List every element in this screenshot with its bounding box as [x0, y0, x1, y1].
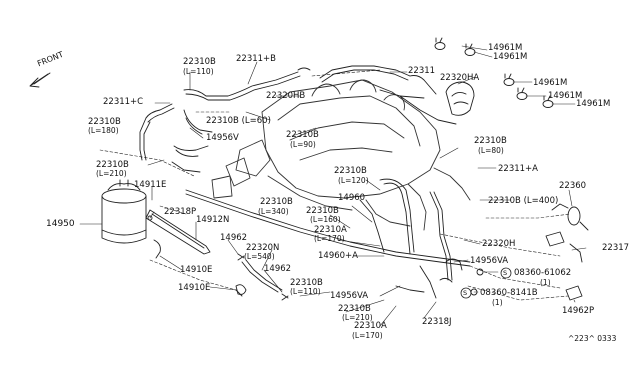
callout-14910e-a: 14910E [180, 265, 213, 275]
leader-lines [79, 45, 587, 327]
callout-22320ha: 22320HA [440, 73, 480, 83]
callout-22311-c: 22311+C [103, 97, 144, 107]
callout-22310b-110-part: 22310B [183, 57, 216, 67]
callout-08360-8141b-qty: (1) [492, 298, 503, 307]
dashed-reference-lines [99, 69, 571, 301]
callout-22311-a: 22311+A [498, 164, 538, 174]
callout-14962-a: 14962 [220, 233, 248, 243]
vacuum-valve-outlines [439, 203, 589, 301]
callout-22318p: 22318P [164, 207, 197, 217]
s-symbol-2: S [463, 289, 468, 297]
callout-14956va-b: 14956VA [330, 291, 369, 301]
callout-14960-a: 14960+A [318, 251, 358, 261]
hose-runs-upper [139, 65, 457, 173]
hose-clip-icons [235, 253, 289, 301]
callout-14911e: 14911E [134, 180, 167, 190]
callout-22310b-210c-length: (L=210) [342, 313, 373, 322]
callout-22310b-120-part: 22310B [334, 166, 367, 176]
callout-22310b-160-part: 22310B [306, 206, 339, 216]
callout-22311-b: 22311+B [236, 54, 276, 64]
s-symbol-icons [460, 267, 512, 299]
callout-14961m-d: 14961M [548, 91, 583, 101]
callout-14962p: 14962P [562, 306, 595, 316]
callout-14961m-a: 14961M [488, 43, 523, 53]
callout-22320n-part: 22320N [246, 243, 280, 253]
callout-22310b-110c-part: 22310B [290, 278, 323, 288]
intake-manifold-outline [211, 79, 471, 231]
callout-22310b-180-part: 22310B [88, 117, 121, 127]
callout-22310b-340-part: 22310B [260, 197, 293, 207]
callout-22310a-170c-part: 22310A [354, 321, 387, 331]
callout-22310b-400: 22310B (L=400) [488, 196, 559, 206]
callout-14961m-b: 14961M [493, 52, 528, 62]
callout-22310b-90-part: 22310B [286, 130, 319, 140]
callout-22310b-210-length: (L=210) [96, 169, 127, 178]
callout-22310b-120-length: (L=120) [338, 176, 369, 185]
callout-22310b-340-length: (L=340) [258, 207, 289, 216]
callout-22310b-110c-length: (L=110) [290, 287, 321, 296]
callout-22360: 22360 [559, 181, 587, 191]
callout-22310b-210-part: 22310B [96, 160, 129, 170]
callout-22310b-60: 22310B (L=60) [206, 116, 271, 126]
figure-code: ^223^ 0333 [568, 334, 617, 343]
callout-14962-b: 14962 [264, 264, 292, 274]
s-symbol-1: S [503, 269, 508, 277]
callout-14912n: 14912N [196, 215, 230, 225]
callout-14910e-b: 14910E [178, 283, 211, 293]
callout-14950: 14950 [46, 219, 75, 229]
callout-08360-8141b: 08360-8141B [480, 288, 538, 298]
callout-22310b-110-length: (L=110) [183, 67, 214, 76]
callout-22317: 22317 [602, 243, 630, 253]
callout-22320n-length: (L=540) [244, 252, 275, 261]
callout-22310a-170-part: 22310A [314, 225, 347, 235]
callout-22310b-80-length: (L=80) [478, 146, 504, 155]
canister-bracket-outline [145, 209, 247, 295]
callout-08360-61062-qty: (1) [540, 278, 551, 287]
front-arrow-icon [29, 72, 51, 88]
callout-14956va-a: 14956VA [470, 256, 509, 266]
callout-22320h: 22320H [482, 239, 516, 249]
callout-22310b-90-length: (L=90) [290, 140, 316, 149]
callout-22310b-210c-part: 22310B [338, 304, 371, 314]
callout-22310a-170c-length: (L=170) [352, 331, 383, 340]
callout-22310b-80-part: 22310B [474, 136, 507, 146]
callout-14961m-e: 14961M [576, 99, 611, 109]
throttle-body-outline [445, 81, 475, 116]
callout-22318j: 22318J [422, 317, 452, 327]
callout-22310a-170-length: (L=170) [314, 234, 345, 243]
callout-08360-61062: 08360-61062 [514, 268, 572, 278]
callout-22320hb: 22320HB [266, 91, 306, 101]
callout-14960: 14960 [338, 193, 366, 203]
evap-canister-outline [101, 179, 147, 244]
callout-14956v: 14956V [206, 133, 239, 143]
callout-22310b-160-length: (L=160) [310, 215, 341, 224]
callout-22310b-180-length: (L=180) [88, 126, 119, 135]
callout-14961m-c: 14961M [533, 78, 568, 88]
callout-22311: 22311 [408, 66, 436, 76]
